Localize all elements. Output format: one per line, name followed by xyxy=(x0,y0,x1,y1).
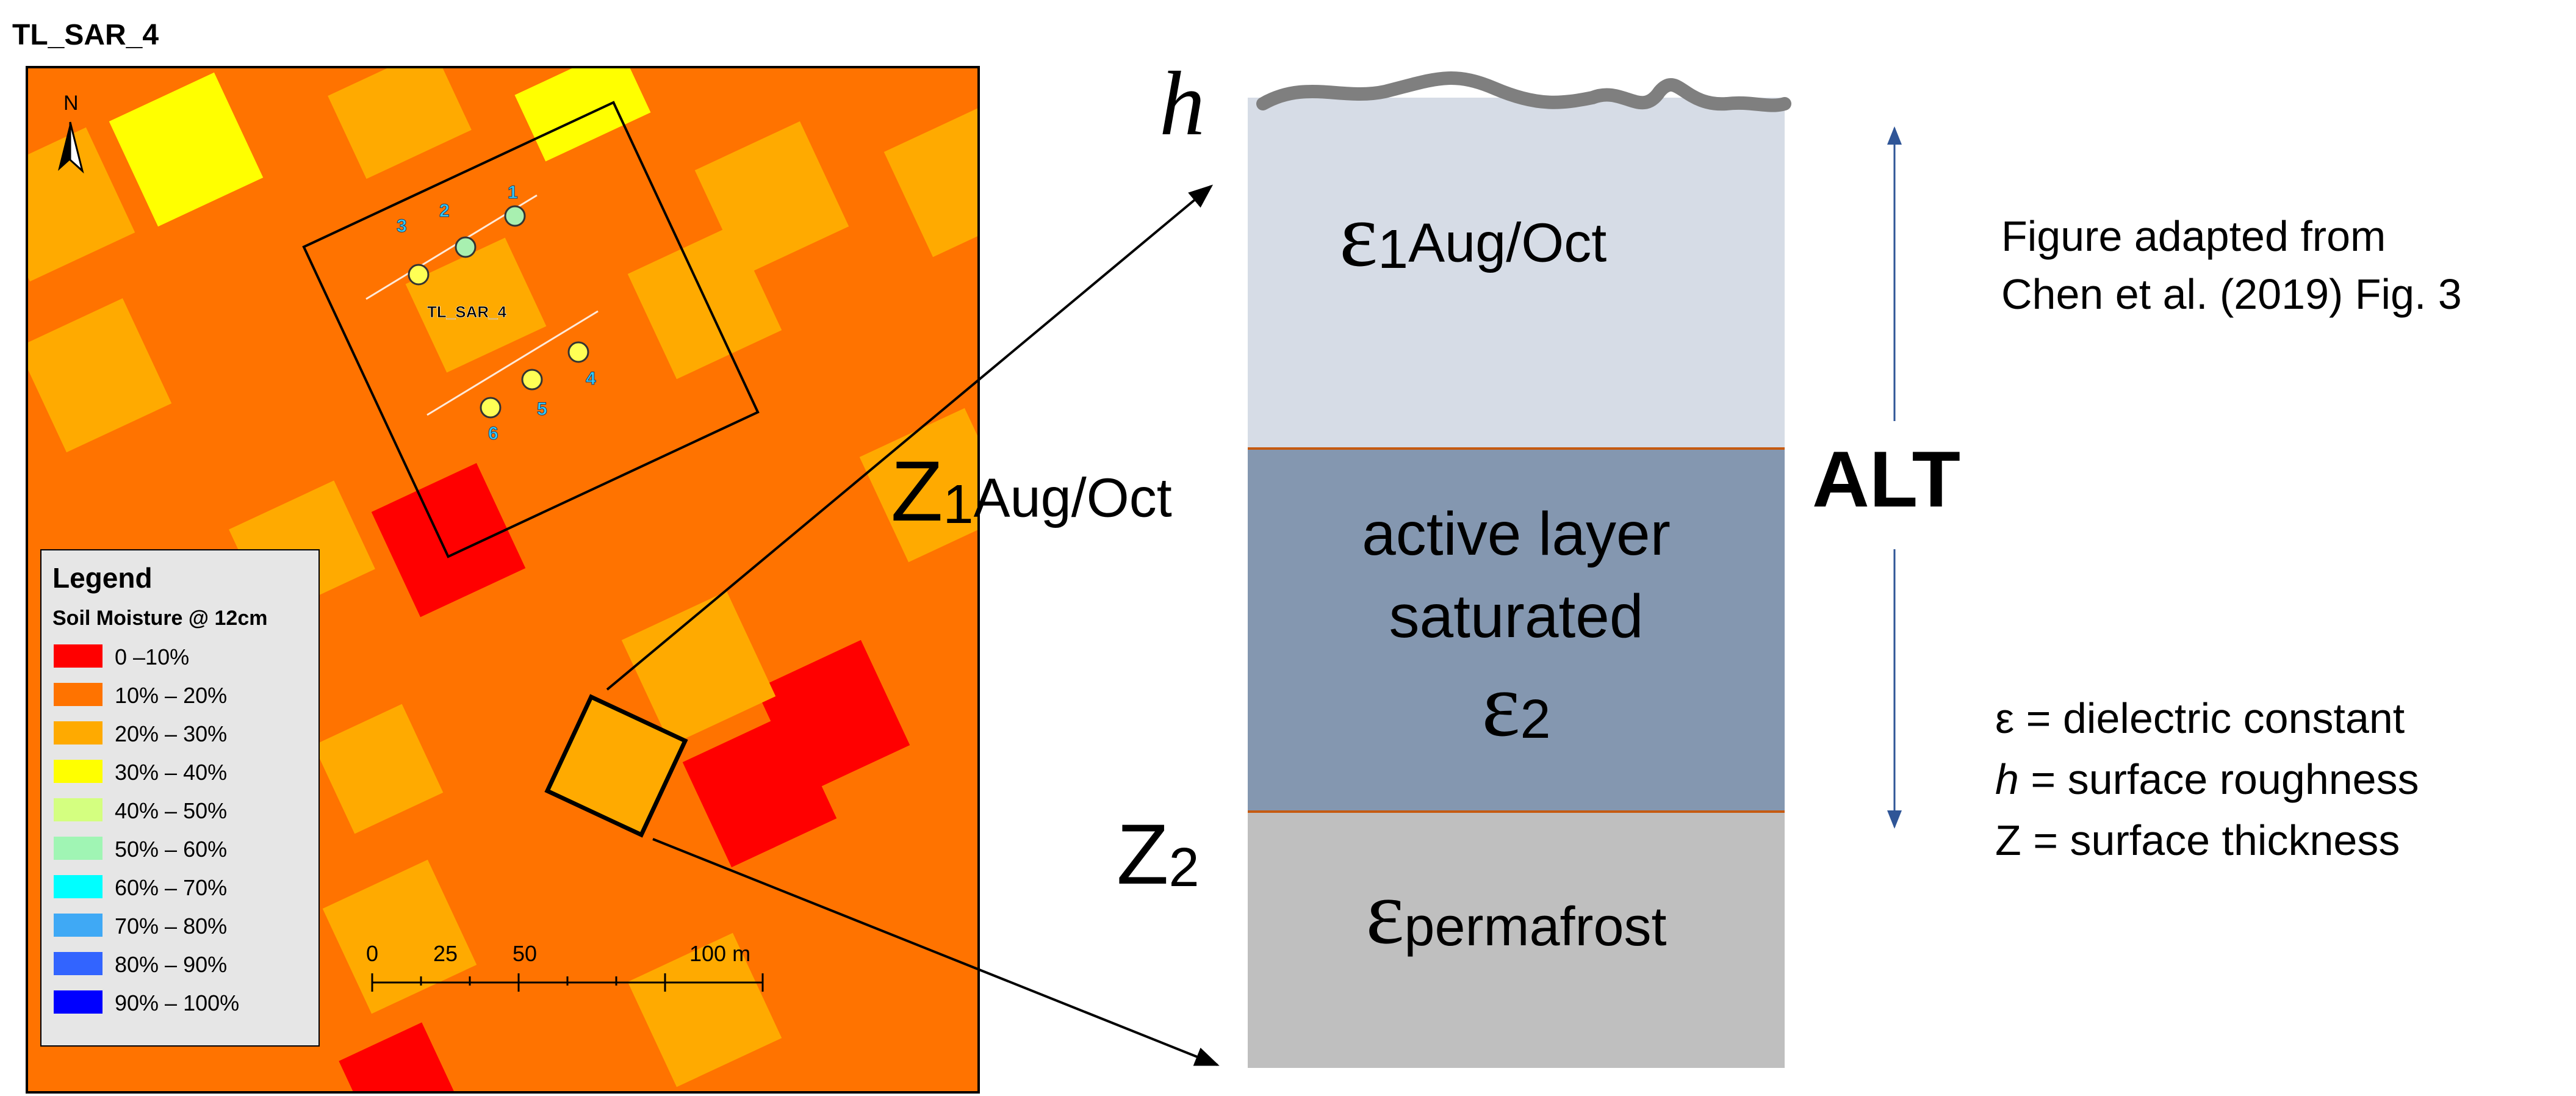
legend-swatch xyxy=(54,683,103,706)
legend-label: 30% – 40% xyxy=(115,760,228,785)
point-label: 3 xyxy=(397,216,407,236)
definition-h-symbol: h xyxy=(1995,755,2019,803)
point-label: 1 xyxy=(508,182,518,203)
credit-line-1: Figure adapted from xyxy=(2001,212,2386,260)
epsilon-permafrost: ε xyxy=(1365,862,1405,963)
sample-point xyxy=(521,369,543,391)
h-label: h xyxy=(1159,53,1205,154)
map-pixel xyxy=(109,72,264,227)
legend-label: 20% – 30% xyxy=(115,721,228,746)
map-pixel xyxy=(322,859,477,1014)
z1-sup: Aug/Oct xyxy=(973,467,1172,529)
map-pixel xyxy=(328,67,472,179)
north-label: N xyxy=(63,92,79,115)
definition-epsilon: ε = dielectric constant xyxy=(1995,694,2405,742)
point-label: 5 xyxy=(537,399,547,419)
soil-profile xyxy=(1248,71,1902,1068)
map-pixel xyxy=(371,463,526,618)
scale-tick-label: 50 xyxy=(513,941,537,966)
map-pixel xyxy=(682,713,837,868)
connector-arrow-top xyxy=(606,184,1214,691)
scale-bar xyxy=(371,973,764,992)
map-pixels xyxy=(27,67,979,1092)
z2-sub: 2 xyxy=(1168,837,1200,899)
credit-line-2: Chen et al. (2019) Fig. 3 xyxy=(2001,270,2462,318)
map-pixel xyxy=(313,704,444,834)
transect-line xyxy=(426,310,599,416)
legend-label: 50% – 60% xyxy=(115,837,228,862)
definition-h: h = surface roughness xyxy=(1995,751,2419,809)
sample-point xyxy=(408,264,430,286)
z1-base: Z xyxy=(891,443,943,539)
z2-base: Z xyxy=(1117,806,1169,902)
map-title: TL_SAR_4 xyxy=(12,19,159,51)
layer-2-symbol: ε2 xyxy=(1248,659,1785,751)
epsilon-2: ε xyxy=(1481,654,1520,755)
surface-roughness-line xyxy=(1256,71,1791,112)
legend-panel: Legend Soil Moisture @ 12cm 0 –10% 10% – … xyxy=(40,549,320,1047)
epsilon-1: ε xyxy=(1339,184,1378,286)
sample-point xyxy=(480,397,502,419)
epsilon-1-sub: 1 xyxy=(1378,219,1409,281)
z1-sub: 1 xyxy=(943,474,974,536)
definition-z: Z = surface thickness xyxy=(1995,817,2400,864)
scale-tick-label: 100 m xyxy=(689,941,750,966)
map-pixel xyxy=(27,298,172,453)
map-pixel xyxy=(627,225,782,380)
legend-title: Legend xyxy=(52,562,153,594)
epsilon-2-sub: 2 xyxy=(1520,689,1551,751)
layer-3-symbol: εpermafrost xyxy=(1248,867,1785,958)
layer-3-permafrost xyxy=(1248,812,1785,1068)
legend-swatch xyxy=(54,875,103,898)
z2-label: Z2 xyxy=(1117,812,1200,897)
sample-point xyxy=(455,236,477,258)
layer-1-symbol: ε1Aug/Oct xyxy=(1339,189,1606,281)
layer-2-line-1: active layer xyxy=(1362,500,1671,568)
epsilon-1-sup: Aug/Oct xyxy=(1408,212,1607,274)
legend-swatch xyxy=(54,990,103,1014)
point-label: 6 xyxy=(488,424,498,444)
map-pixel xyxy=(883,103,979,258)
legend-label: 60% – 70% xyxy=(115,875,228,900)
map-frame xyxy=(26,66,980,1094)
legend-label: 0 –10% xyxy=(115,644,190,669)
sample-point xyxy=(567,341,589,363)
epsilon-permafrost-sub: permafrost xyxy=(1404,896,1667,958)
legend-label: 80% – 90% xyxy=(115,952,228,977)
map-pixel xyxy=(339,1022,461,1092)
legend-subtitle: Soil Moisture @ 12cm xyxy=(52,607,268,630)
legend-swatch xyxy=(54,760,103,783)
legend-label: 10% – 20% xyxy=(115,683,228,708)
layer-2-active-layer xyxy=(1248,449,1785,812)
sample-point xyxy=(504,205,526,227)
legend-swatch xyxy=(54,914,103,937)
layer-2-line-2: saturated xyxy=(1389,582,1644,651)
scale-tick-label: 25 xyxy=(433,941,458,966)
legend-label: 40% – 50% xyxy=(115,798,228,823)
site-footprint xyxy=(302,101,760,558)
legend-swatch xyxy=(54,952,103,975)
layer-1-surface xyxy=(1248,98,1785,449)
alt-label: ALT xyxy=(1812,434,1961,524)
definition-h-text: = surface roughness xyxy=(2018,755,2419,803)
site-label: TL_SAR_4 xyxy=(427,303,507,321)
legend-label: 90% – 100% xyxy=(115,990,240,1015)
pixel-highlight xyxy=(544,694,688,838)
map-pixel xyxy=(621,591,776,746)
z1-label: Z1Aug/Oct xyxy=(891,449,1172,534)
legend-swatch xyxy=(54,644,103,668)
north-arrow-icon xyxy=(58,121,84,174)
map-pixel xyxy=(27,127,135,282)
connector-arrow-bottom xyxy=(652,838,1220,1066)
scale-tick-label: 0 xyxy=(366,941,378,966)
map-pixel xyxy=(405,237,547,373)
legend-swatch xyxy=(54,837,103,860)
legend-label: 70% – 80% xyxy=(115,914,228,939)
legend-swatch xyxy=(54,798,103,821)
point-label: 4 xyxy=(586,369,596,389)
legend-swatch xyxy=(54,721,103,744)
point-label: 2 xyxy=(439,201,450,221)
map-pixel xyxy=(627,932,782,1087)
